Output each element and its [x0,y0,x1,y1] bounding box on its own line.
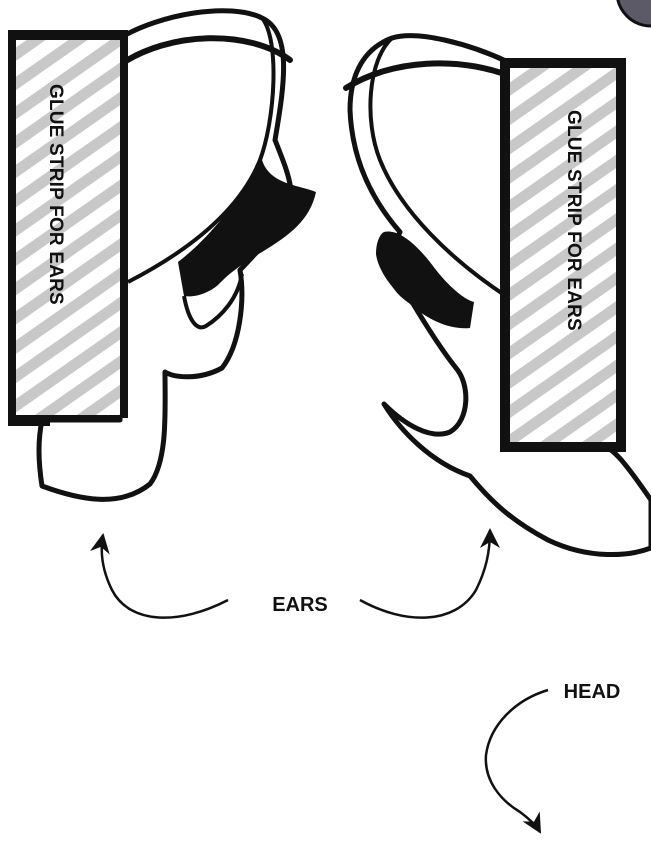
left-glue-strip [16,40,120,415]
right-glue-strip-label: GLUE STRIP FOR EARS [563,110,584,331]
ears-left-arrow [102,535,228,618]
head-label: HEAD [564,681,621,703]
ears-label: EARS [272,594,328,616]
ears-right-arrow [360,530,490,618]
right-ear-piece: GLUE STRIP FOR EARS [346,36,651,555]
head-arrow [486,690,548,832]
corner-circle [617,0,651,26]
left-ear-piece: GLUE STRIP FOR EARS [8,11,316,500]
right-glue-strip [510,68,616,442]
left-glue-strip-label: GLUE STRIP FOR EARS [45,84,66,305]
